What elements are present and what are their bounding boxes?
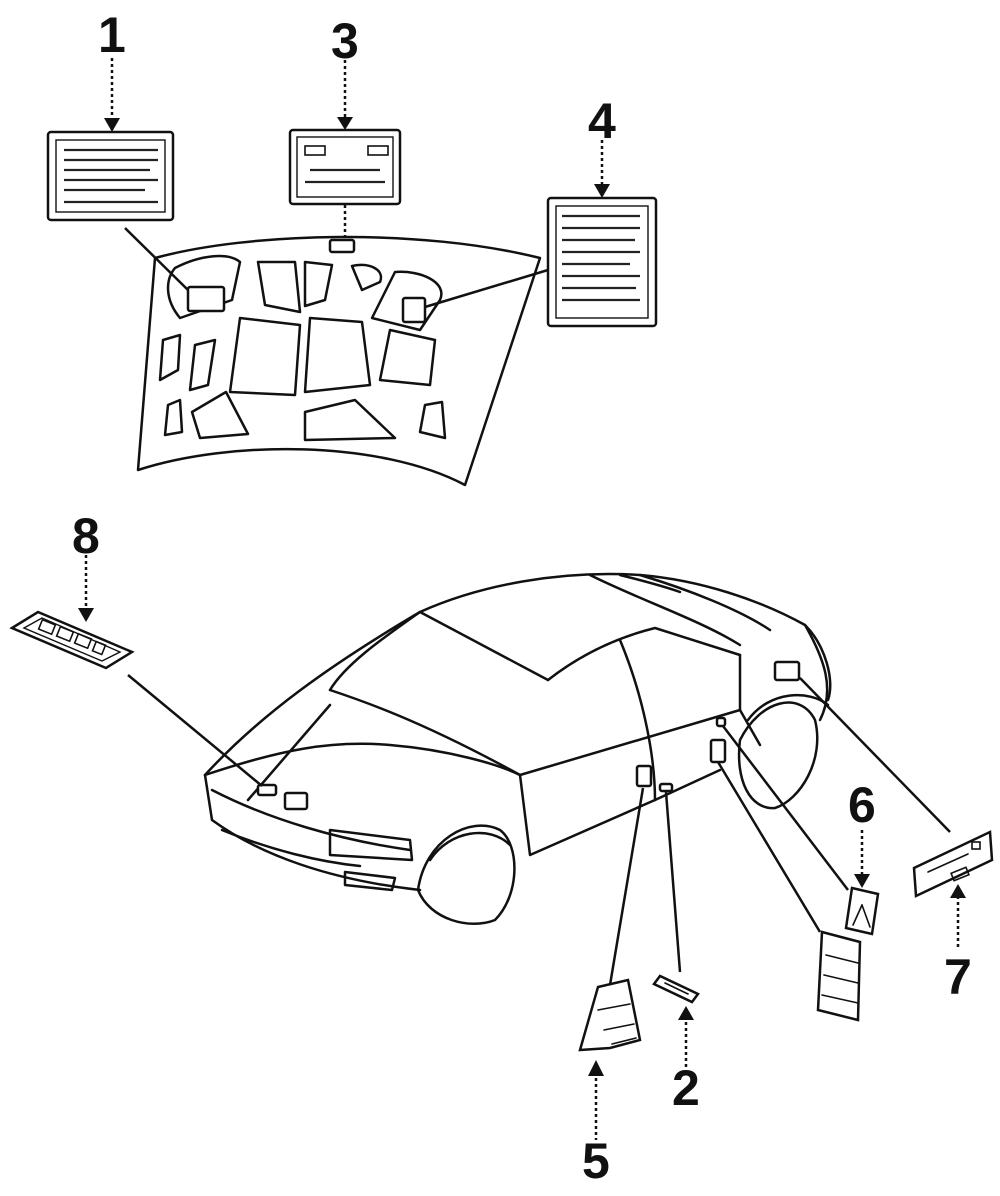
car-label-spot-8b [283, 791, 309, 811]
label-6-graphic [844, 886, 880, 936]
label-8-graphic [9, 610, 135, 670]
hood-label-spot-4 [401, 296, 427, 324]
leader-5 [608, 787, 645, 986]
car-label-spot-5 [635, 764, 653, 788]
callout-6: 6 [848, 777, 876, 833]
leader-7 [799, 677, 951, 833]
arrowhead-3 [337, 117, 353, 130]
callout-2: 2 [672, 1060, 700, 1116]
label-2-graphic [652, 974, 700, 1004]
label-6b-graphic [816, 930, 862, 1022]
arrowhead-8 [78, 608, 94, 622]
car-label-spot-2 [658, 782, 674, 793]
callout-3: 3 [331, 13, 359, 69]
arrowhead-2 [678, 1006, 694, 1020]
leader-8 [127, 674, 263, 787]
callout-7: 7 [944, 949, 972, 1005]
callout-8: 8 [72, 508, 100, 564]
label-1-graphic [46, 130, 175, 222]
car-label-spot-7 [773, 660, 801, 682]
callout-5: 5 [582, 1133, 610, 1189]
car-label-spot-6b [715, 716, 727, 728]
arrowhead-6 [854, 874, 870, 888]
arrowhead-4 [594, 184, 610, 198]
arrowhead-1 [104, 118, 120, 132]
callout-4: 4 [588, 93, 616, 149]
leader-4 [424, 268, 549, 309]
callout-1: 1 [98, 7, 126, 63]
leader-6 [722, 725, 849, 891]
hood-outline [136, 235, 542, 487]
arrowhead-5 [588, 1060, 604, 1076]
hood-label-spot-3 [328, 238, 356, 254]
hood-label-spot-1 [186, 285, 226, 313]
label-3-graphic [288, 128, 402, 206]
arrowhead-7 [950, 884, 966, 898]
car-outline [203, 572, 832, 925]
leader-6b [716, 761, 822, 933]
leader-2 [664, 791, 682, 973]
leader-1 [124, 227, 189, 291]
car-label-spot-6a [709, 738, 727, 764]
label-7-graphic [912, 830, 994, 898]
label-5-graphic [578, 978, 642, 1052]
car-label-spot-8a [256, 783, 278, 797]
label-4-graphic [546, 196, 658, 328]
